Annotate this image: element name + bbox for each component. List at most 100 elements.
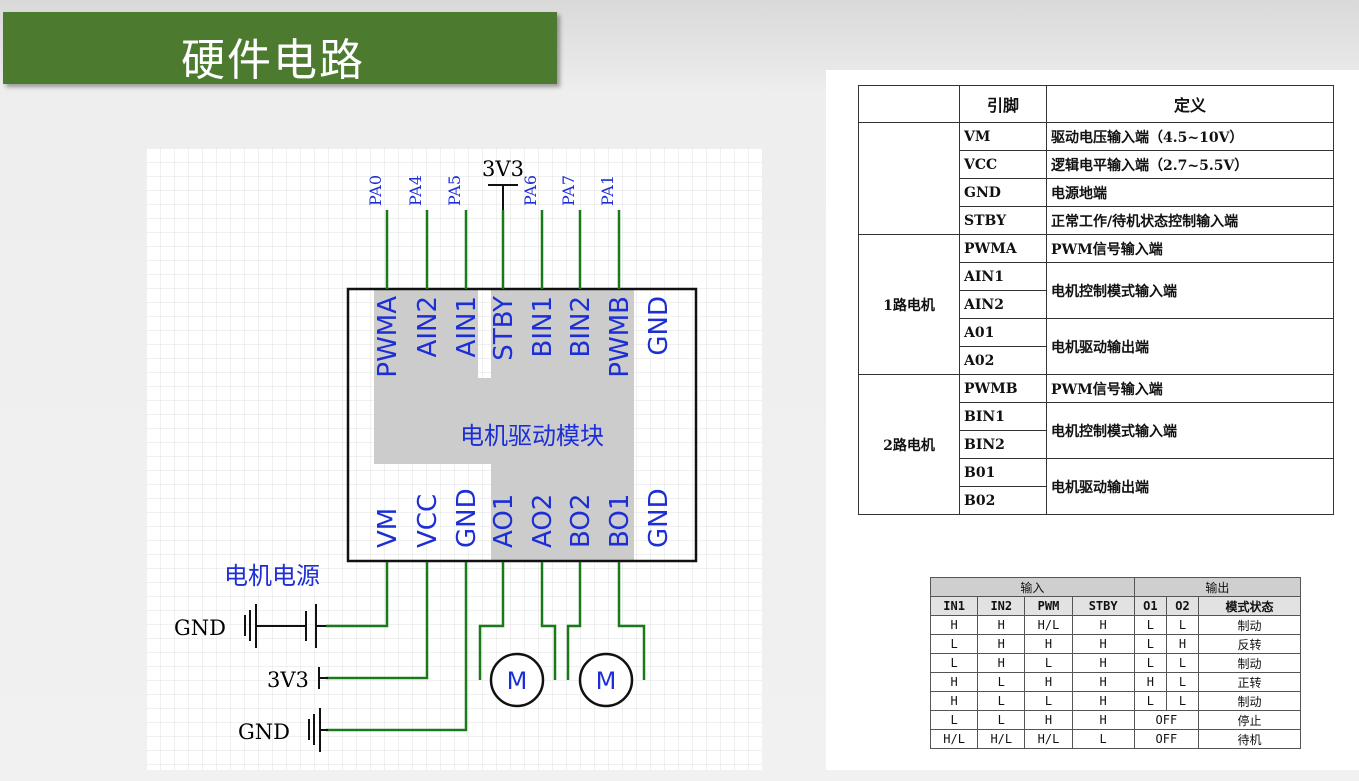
pin-name-cell: B02	[959, 486, 1047, 515]
truth-cell: 制动	[1198, 615, 1301, 635]
truth-cell: H/L	[1024, 729, 1073, 749]
truth-cell: L	[1165, 691, 1200, 711]
motor-a-label: M	[507, 667, 528, 695]
pin-name-cell: A01	[959, 318, 1047, 347]
truth-cell: H	[1165, 634, 1200, 654]
motor-b-label: M	[596, 667, 617, 695]
truth-cell: H	[1071, 634, 1135, 654]
truth-cell: L	[1133, 691, 1167, 711]
bottom-pin-bo2-5: BO2	[566, 494, 596, 548]
v3-label: 3V3	[267, 668, 309, 692]
truth-group-input: 输入	[930, 577, 1135, 597]
pin-definition-cell: 电机驱动输出端	[1046, 458, 1334, 515]
pin-table-row: BIN2	[859, 430, 1334, 459]
gnd-label-2: GND	[238, 720, 290, 744]
gnd-label-1: GND	[174, 616, 226, 640]
top-pin-ain1-2: AIN1	[452, 296, 482, 357]
pin-definition-cell: 电机控制模式输入端	[1046, 262, 1334, 319]
pin-name-cell: GND	[959, 178, 1047, 207]
mcu-pin-pa7: PA7	[559, 175, 578, 206]
truth-group-output: 输出	[1133, 577, 1302, 597]
mcu-pin-pa1: PA1	[598, 175, 617, 206]
truth-cell: H	[1071, 653, 1135, 673]
top-pin-pwmb-6: PWMB	[605, 296, 635, 378]
truth-cell: 反转	[1198, 634, 1301, 654]
pin-table-header-0	[858, 85, 960, 123]
bottom-pin-gnd-2: GND	[452, 488, 482, 548]
truth-cell: L	[929, 653, 979, 673]
pin-table-row: AIN2	[859, 290, 1334, 319]
truth-cell: H	[977, 615, 1026, 635]
title-banner: 硬件电路	[3, 12, 557, 86]
bottom-pin-vm-0: VM	[373, 508, 403, 548]
bottom-pin-gnd-7: GND	[644, 488, 674, 548]
truth-cell: 制动	[1198, 653, 1301, 673]
pin-name-cell: B01	[959, 458, 1047, 487]
truth-cell: L	[1133, 615, 1167, 635]
truth-cell: OFF	[1133, 729, 1200, 749]
bottom-wires	[326, 562, 646, 732]
truth-header-4: O1	[1133, 596, 1167, 616]
power-label: 电机电源	[224, 562, 320, 590]
bottom-pin-bo1-6: BO1	[605, 494, 635, 548]
truth-cell: 待机	[1198, 729, 1301, 749]
truth-cell: L	[1024, 691, 1073, 711]
top-wires	[385, 210, 621, 289]
mcu-pin-pa4: PA4	[406, 175, 425, 206]
truth-header-1: IN2	[977, 596, 1026, 616]
truth-cell: H	[929, 615, 979, 635]
truth-cell: L	[977, 691, 1026, 711]
pin-group-label: 2路电机	[858, 374, 960, 515]
pin-table-header-2: 定义	[1046, 85, 1334, 123]
truth-cell: L	[1133, 634, 1167, 654]
top-pin-ain2-1: AIN2	[413, 296, 443, 357]
truth-header-6: 模式状态	[1198, 596, 1301, 616]
bottom-pin-ao2-4: AO2	[528, 494, 558, 548]
top-pin-gnd-7: GND	[644, 296, 674, 356]
top-pin-stby-3: STBY	[489, 296, 519, 361]
motor-b	[578, 652, 634, 708]
truth-header-2: PWM	[1024, 596, 1073, 616]
truth-cell: L	[1165, 615, 1200, 635]
truth-cell: H	[1071, 672, 1135, 692]
pin-group-label: 1路电机	[858, 234, 960, 375]
truth-cell: H	[929, 672, 979, 692]
pin-definition-cell: 正常工作/待机状态控制输入端	[1046, 206, 1334, 235]
pin-name-cell: STBY	[959, 206, 1047, 235]
module-shade-left	[374, 290, 478, 464]
pin-definition-cell: PWM信号输入端	[1046, 234, 1334, 263]
truth-cell: L	[1071, 729, 1135, 749]
truth-cell: H	[1071, 710, 1135, 730]
pin-table-row: A02	[859, 346, 1334, 375]
pin-definition-cell: 电源地端	[1046, 178, 1334, 207]
pin-group-label	[858, 122, 960, 235]
pin-name-cell: A02	[959, 346, 1047, 375]
truth-cell: L	[1165, 672, 1200, 692]
truth-cell: L	[1024, 653, 1073, 673]
truth-header-5: O2	[1165, 596, 1200, 616]
truth-header-0: IN1	[929, 596, 979, 616]
truth-cell: H	[977, 634, 1026, 654]
page-title: 硬件电路	[181, 35, 365, 86]
truth-cell: H	[1024, 710, 1073, 730]
mcu-pin-pa6: PA6	[521, 175, 540, 206]
bottom-pin-vcc-1: VCC	[413, 494, 443, 548]
truth-header-3: STBY	[1071, 596, 1135, 616]
